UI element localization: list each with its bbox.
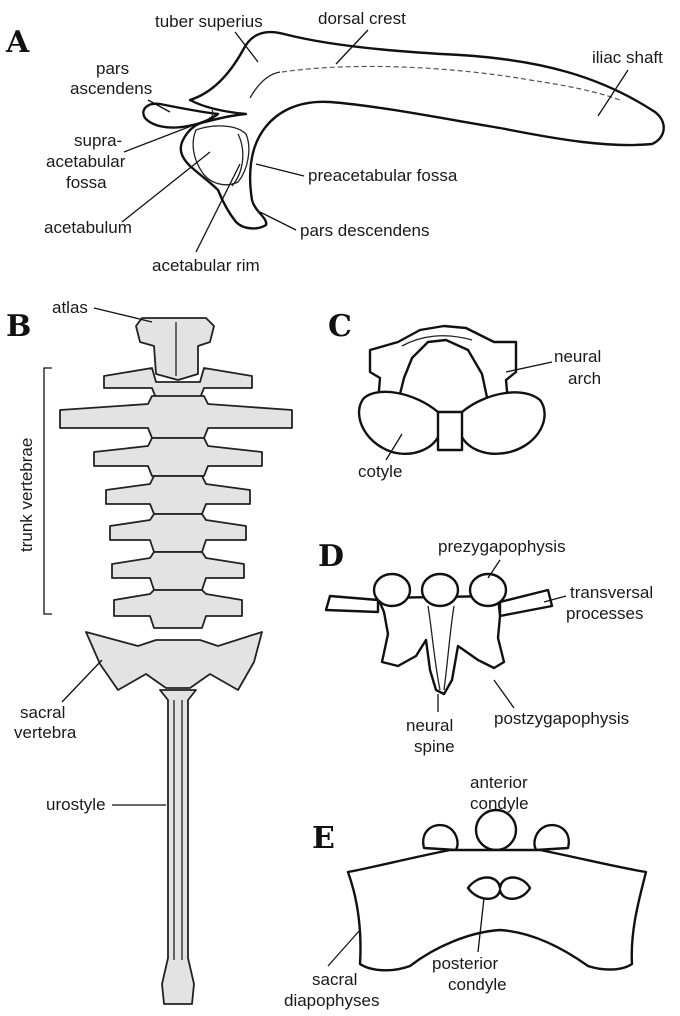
label-postzygapophysis: postzygapophysis [494, 709, 629, 728]
label-anterior-2: condyle [470, 794, 529, 813]
panel-c-letter: C [328, 309, 352, 344]
neural-arch-drawing [370, 326, 516, 402]
label-cotyle: cotyle [358, 462, 402, 481]
panel-e-letter: E [312, 821, 335, 856]
label-acetabulum: acetabulum [44, 218, 132, 237]
label-urostyle: urostyle [46, 795, 106, 814]
trunk-vertebrae-drawing [60, 368, 292, 628]
label-trunk-vertebrae: trunk vertebrae [17, 438, 36, 552]
label-sacral-diap-1: sacral [312, 970, 357, 989]
label-transversal-2: processes [566, 604, 643, 623]
label-supra-acetabular-3: fossa [66, 173, 107, 192]
prezygapophysis-left-drawing [374, 574, 410, 606]
label-supra-acetabular-2: acetabular [46, 152, 126, 171]
sacral-vertebra-drawing [86, 632, 262, 690]
panel-b: B atlas trunk vertebrae sacral vertebra … [6, 298, 292, 1004]
label-neural-1: neural [554, 347, 601, 366]
label-sacral-1: sacral [20, 703, 65, 722]
panel-e: E anterior condyle posterior condyle sac… [284, 773, 646, 1010]
label-tuber-superius: tuber superius [155, 12, 263, 31]
label-neural-2: arch [568, 369, 601, 388]
label-transversal-1: transversal [570, 583, 653, 602]
panel-b-letter: B [6, 309, 31, 344]
panel-a: A tuber superius dorsal crest iliac shaf… [5, 9, 664, 275]
label-atlas: atlas [52, 298, 88, 317]
label-dorsal-crest: dorsal crest [318, 9, 406, 28]
prezygapophysis-mid-drawing [422, 574, 458, 606]
cotyle-right-drawing [460, 392, 545, 453]
anterior-condyle-drawing [476, 810, 516, 850]
sacral-diapophyses-drawing [348, 850, 646, 970]
label-posterior-2: condyle [448, 975, 507, 994]
label-sacral-2: vertebra [14, 723, 77, 742]
label-pars-descendens: pars descendens [300, 221, 429, 240]
label-neural-spine-1: neural [406, 716, 453, 735]
label-neural-spine-2: spine [414, 737, 455, 756]
panel-a-letter: A [5, 25, 30, 60]
panel-d: D prezygapophysis transversal processes … [318, 537, 653, 756]
transversal-processes-drawing [326, 596, 378, 612]
label-anterior-1: anterior [470, 773, 528, 792]
vertebra-body-drawing [378, 596, 504, 694]
urostyle-drawing [160, 690, 196, 1004]
panel-d-letter: D [318, 539, 344, 574]
label-posterior-1: posterior [432, 954, 498, 973]
label-pars-ascendens-2: ascendens [70, 79, 152, 98]
trunk-vertebrae-bracket [44, 368, 52, 614]
prezygapophysis-drawing [470, 574, 506, 606]
label-iliac-shaft: iliac shaft [592, 48, 663, 67]
label-supra-acetabular-1: supra- [74, 131, 122, 150]
label-sacral-diap-2: diapophyses [284, 991, 379, 1010]
panel-c: C neural arch cotyle [328, 309, 601, 481]
label-preacetabular-fossa: preacetabular fossa [308, 166, 458, 185]
label-pars-ascendens-1: pars [96, 59, 129, 78]
label-prezygapophysis: prezygapophysis [438, 537, 566, 556]
cotyle-drawing [359, 392, 440, 454]
label-acetabular-rim: acetabular rim [152, 256, 260, 275]
